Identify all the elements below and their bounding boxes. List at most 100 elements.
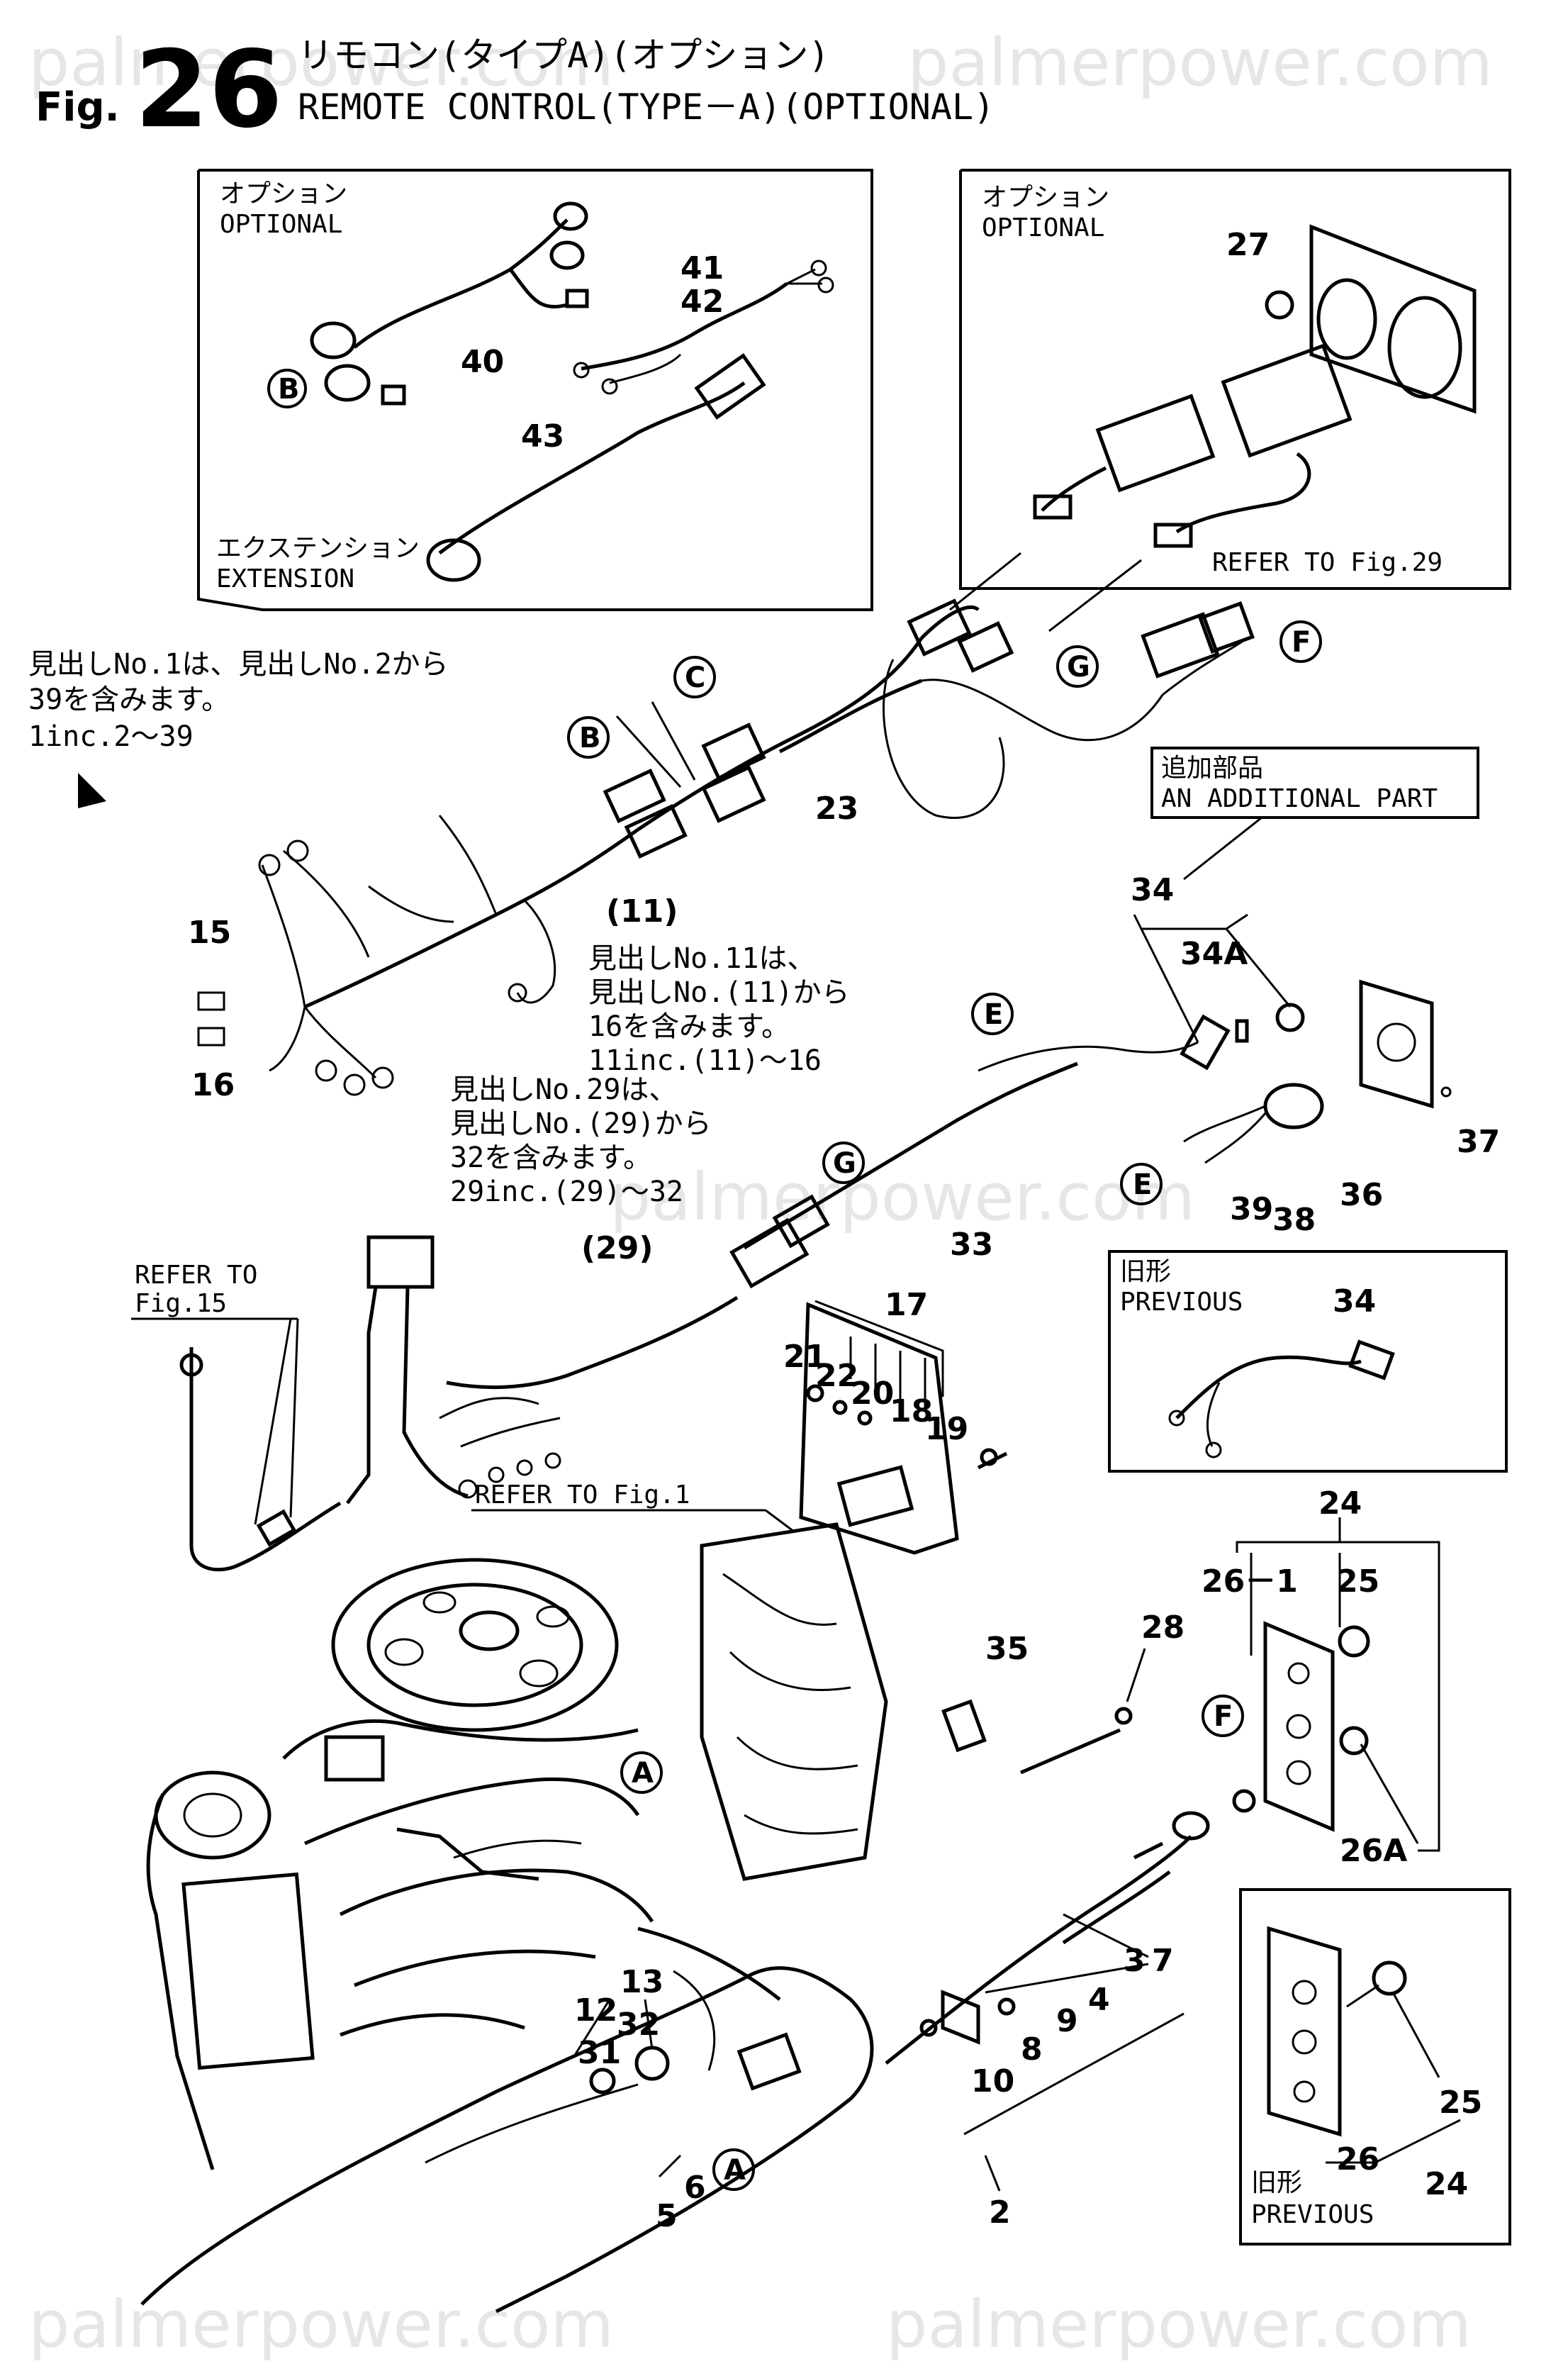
note29-line1: 見出しNo.29は、 xyxy=(450,1073,677,1106)
callout-26-1: 26－1 xyxy=(1202,1563,1298,1600)
callout-20: 20 xyxy=(851,1376,894,1412)
callout-22: 22 xyxy=(815,1358,858,1394)
circle-a2-letter: A xyxy=(724,2154,746,2187)
note29-line3: 32を含みます。 xyxy=(450,1142,651,1174)
circle-a1-marker xyxy=(620,1751,663,1794)
callout-6: 6 xyxy=(684,2170,706,2206)
part-31-clamp xyxy=(589,2068,616,2094)
previous-bottom-jp: 旧形 xyxy=(1251,2168,1302,2197)
additional-label-jp: 追加部品 xyxy=(1161,754,1263,783)
callout-7: 7 xyxy=(1152,1943,1174,1979)
callout-19: 19 xyxy=(925,1411,968,1447)
circle-e1-marker xyxy=(971,993,1014,1035)
note11-line1: 見出しNo.11は、 xyxy=(588,942,815,975)
callout-37: 37 xyxy=(1457,1124,1500,1160)
callout-29: (29) xyxy=(581,1230,653,1266)
wire-41-42 xyxy=(573,260,834,395)
circle-g1-marker xyxy=(1056,645,1099,688)
callout-9: 9 xyxy=(1056,2003,1078,2039)
additional-label-en: AN ADDITIONAL PART xyxy=(1161,784,1438,813)
optional-label-jp: オプション xyxy=(220,179,347,208)
circle-b2-letter: B xyxy=(579,722,601,754)
meter-hole-right xyxy=(1387,296,1462,399)
callout-38: 38 xyxy=(1272,1202,1316,1238)
callout-39: 39 xyxy=(1230,1191,1273,1227)
callout-17: 17 xyxy=(885,1287,928,1323)
fig-prefix: Fig. xyxy=(35,84,120,130)
meter-hole-left xyxy=(1316,278,1377,360)
note1-line2: 39を含みます。 xyxy=(28,684,230,716)
callout-4: 4 xyxy=(1088,1982,1110,2018)
watermark-bottom-right: palmerpower.com xyxy=(886,2287,1472,2362)
callout-5: 5 xyxy=(656,2198,678,2234)
circle-e1-letter: E xyxy=(984,998,1003,1031)
part-16-connector xyxy=(197,1027,225,1047)
callout-2: 2 xyxy=(989,2194,1011,2231)
engine-powerhead xyxy=(146,1558,654,2170)
plate-24-group xyxy=(1232,1517,1440,1852)
part-26-plate xyxy=(1267,1926,1342,2137)
callout-26A: 26A xyxy=(1340,1833,1407,1869)
refer-fig1-label: REFER TO Fig.1 xyxy=(475,1480,690,1510)
callout-25-previous: 25 xyxy=(1439,2085,1482,2121)
note1-line1: 見出しNo.1は、見出しNo.2から xyxy=(28,648,449,681)
previous-bottom-box: 25 26 24 旧形 PREVIOUS xyxy=(1239,1888,1511,2246)
circle-f2-letter: F xyxy=(1214,1700,1233,1733)
circle-a2-marker xyxy=(712,2148,755,2191)
callout-24-top: 24 xyxy=(1318,1485,1362,1522)
title-english: REMOTE CONTROL(TYPE－A)(OPTIONAL) xyxy=(298,87,995,128)
callout-34-top: 34 xyxy=(1131,872,1174,908)
callout-13: 13 xyxy=(620,1964,663,2000)
previous-top-box: 旧形 PREVIOUS 34 xyxy=(1108,1250,1508,1473)
optional-meter-box: オプション OPTIONAL REFER TO Fig.29 27 xyxy=(959,169,1511,590)
previous-top-en: PREVIOUS xyxy=(1120,1288,1243,1317)
extension-label-jp: エクステンション xyxy=(216,534,420,563)
watermark-top-right: palmerpower.com xyxy=(907,25,1493,101)
circle-a1-letter: A xyxy=(632,1757,654,1790)
note11-line4: 11inc.(11)～16 xyxy=(588,1044,822,1077)
callout-15: 15 xyxy=(188,915,231,951)
circle-e2-letter: E xyxy=(1133,1168,1152,1201)
circle-f1-marker xyxy=(1279,620,1322,663)
lower-cowling xyxy=(140,1926,874,2314)
callout-34-previous: 34 xyxy=(1333,1283,1376,1320)
callout-24-previous: 24 xyxy=(1425,2166,1468,2202)
circle-e2-marker xyxy=(1120,1163,1163,1205)
optional-harness-box: オプション OPTIONAL エクステンション EXTENSION xyxy=(197,169,873,611)
note11-line2: 見出しNo.(11)から xyxy=(588,976,850,1009)
callout-25-top: 25 xyxy=(1336,1563,1379,1600)
callout-42: 42 xyxy=(681,284,724,320)
part-25-nut xyxy=(1338,1625,1370,1658)
main-harness xyxy=(197,598,1255,1096)
callout-27: 27 xyxy=(1226,227,1270,263)
callout-35: 35 xyxy=(985,1631,1029,1667)
previous-top-jp: 旧形 xyxy=(1120,1257,1171,1286)
refer-fig15-line2: Fig.15 xyxy=(135,1289,227,1318)
circle-b2-marker xyxy=(567,716,610,759)
note11-line3: 16を含みます。 xyxy=(588,1010,790,1043)
crankcase-block xyxy=(700,1522,888,1881)
circle-c-marker xyxy=(673,656,716,698)
circle-g2-letter: G xyxy=(833,1147,856,1180)
watermark-top-left: palmerpower.com xyxy=(28,25,614,101)
note29-line2: 見出しNo.(29)から xyxy=(450,1108,712,1140)
callout-32: 32 xyxy=(617,2007,660,2043)
meter-optional-jp: オプション xyxy=(982,183,1109,212)
circle-b-letter: B xyxy=(278,373,300,406)
throttle-cable-group xyxy=(885,1811,1210,2136)
callout-28: 28 xyxy=(1141,1610,1185,1646)
extension-label-en: EXTENSION xyxy=(216,564,354,593)
meter-optional-en: OPTIONAL xyxy=(982,213,1104,242)
part-34A-pin xyxy=(1235,1019,1249,1043)
callout-36: 36 xyxy=(1340,1177,1383,1213)
part-32-grommet xyxy=(634,2046,670,2081)
meter-panel xyxy=(1309,224,1477,414)
note1-arrow-icon xyxy=(78,773,106,808)
refer-fig29: REFER TO Fig.29 xyxy=(1212,548,1443,577)
part-25-nut-previous xyxy=(1372,1960,1407,1996)
callout-23: 23 xyxy=(815,791,858,827)
note1-line3: 1inc.2～39 xyxy=(28,720,194,753)
callout-40: 40 xyxy=(461,344,504,380)
circle-g2-marker xyxy=(822,1142,865,1184)
